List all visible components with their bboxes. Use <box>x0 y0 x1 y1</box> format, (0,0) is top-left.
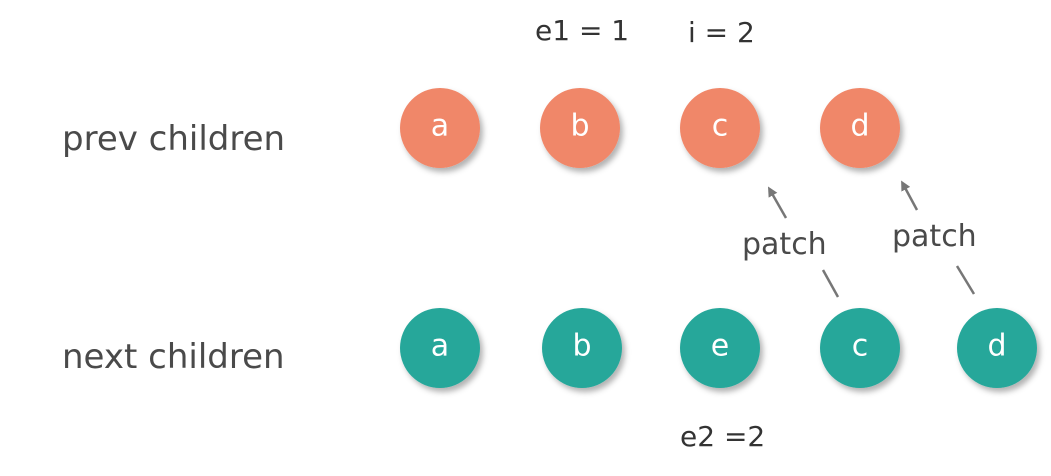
next-node-d: d <box>957 308 1037 388</box>
prev-node-b: b <box>540 88 620 168</box>
prev-node-letter: a <box>431 109 449 144</box>
patch-arrow-d-head <box>901 180 919 211</box>
prev-node-circle <box>400 88 480 168</box>
next-node-c: c <box>820 308 900 388</box>
next-node-e: e <box>680 308 760 388</box>
patch-label-c: patch <box>742 227 827 262</box>
patch-label-d: patch <box>892 219 977 254</box>
e2-annotation: e2 =2 <box>680 420 765 453</box>
next-node-circle <box>542 308 622 388</box>
patch-arrow-c-tail <box>821 269 840 298</box>
next-node-letter: e <box>711 329 729 364</box>
prev-children-nodes: a b c d <box>400 88 900 168</box>
patch-arrow-c-head <box>768 186 788 219</box>
prev-node-letter: b <box>570 109 589 144</box>
next-node-letter: a <box>431 329 449 364</box>
next-node-circle <box>820 308 900 388</box>
next-node-circle <box>680 308 760 388</box>
prev-node-d: d <box>820 88 900 168</box>
prev-node-circle <box>680 88 760 168</box>
e1-annotation: e1 = 1 <box>535 14 629 47</box>
next-children-label: next children <box>62 337 285 377</box>
next-node-letter: d <box>987 329 1006 364</box>
prev-children-label: prev children <box>62 119 285 159</box>
patch-arrow-d-tail <box>955 265 976 295</box>
prev-node-letter: d <box>850 109 869 144</box>
prev-node-circle <box>820 88 900 168</box>
prev-node-circle <box>540 88 620 168</box>
prev-node-a: a <box>400 88 480 168</box>
next-node-letter: c <box>852 329 869 364</box>
prev-node-letter: c <box>712 109 729 144</box>
next-node-circle <box>400 308 480 388</box>
next-node-letter: b <box>572 329 591 364</box>
next-node-b: b <box>542 308 622 388</box>
patch-arrow-d: patch <box>892 180 977 295</box>
i-annotation: i = 2 <box>688 16 755 49</box>
next-node-a: a <box>400 308 480 388</box>
next-node-circle <box>957 308 1037 388</box>
patch-arrow-c: patch <box>742 186 840 298</box>
prev-node-c: c <box>680 88 760 168</box>
